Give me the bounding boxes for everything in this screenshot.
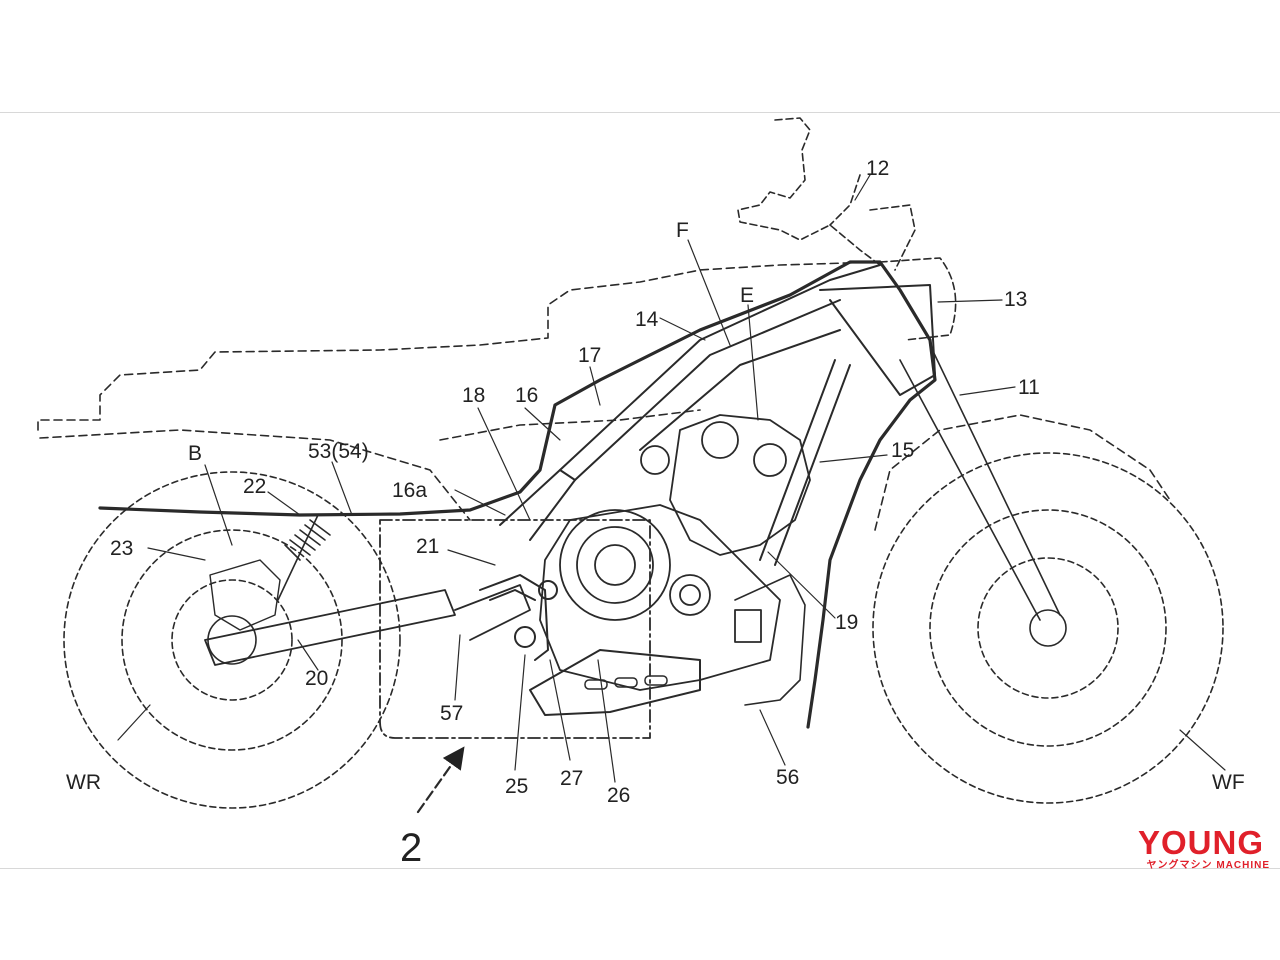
ref-label-15: 15	[891, 439, 915, 462]
rear-body-outline	[37, 261, 881, 431]
skid-plate	[529, 649, 701, 716]
logo-sub-text: ヤングマシン MACHINE	[1146, 860, 1270, 871]
ref-label-20: 20	[305, 667, 329, 690]
main-frame	[499, 264, 936, 566]
ref-label-25: 25	[505, 775, 529, 798]
rear-shock	[277, 514, 331, 601]
cover-outline	[98, 260, 937, 729]
ref-label-13: 13	[1004, 288, 1028, 311]
ref-label-56: 56	[776, 766, 800, 789]
skid-plate-slots	[584, 675, 668, 690]
ref-label-14: 14	[635, 308, 659, 331]
exhaust	[734, 574, 806, 706]
front-wheel	[872, 452, 1224, 804]
top-border-line	[0, 112, 1280, 113]
ref-label-19: 19	[835, 611, 859, 634]
ref-label-57: 57	[440, 702, 464, 725]
front-fork	[899, 344, 1061, 621]
ref-label-2: 2	[400, 826, 423, 870]
tank-lower-outline	[439, 409, 701, 441]
engine	[539, 414, 811, 691]
handlebar-mirror	[737, 117, 916, 271]
ref-label-23: 23	[110, 537, 134, 560]
ref-label-F: F	[676, 219, 689, 242]
young-machine-logo: YOUNG ヤングマシン MACHINE	[1132, 824, 1270, 872]
rear-wheel	[63, 471, 401, 809]
ref-label-18: 18	[462, 384, 486, 407]
view-arrow	[416, 746, 465, 814]
headlight	[879, 257, 957, 341]
ref-label-E: E	[740, 284, 755, 307]
ref-label-11: 11	[1018, 376, 1040, 399]
brake-area	[209, 559, 281, 631]
ref-label-B: B	[188, 442, 203, 465]
ref-label-16a: 16a	[392, 479, 428, 502]
ref-label-53-54: 53(54)	[308, 440, 369, 463]
ref-label-27: 27	[560, 767, 584, 790]
ref-label-WR: WR	[66, 771, 101, 794]
ref-label-22: 22	[243, 475, 267, 498]
ref-label-17: 17	[578, 344, 602, 367]
logo-main-text: YOUNG	[1137, 824, 1264, 861]
ref-label-26: 26	[607, 784, 631, 807]
brake-pedal	[479, 574, 549, 661]
ref-label-WF: WF	[1212, 771, 1245, 794]
ref-label-16: 16	[515, 384, 539, 407]
ref-label-12: 12	[866, 157, 890, 180]
detail-region-box	[379, 519, 651, 739]
ref-label-21: 21	[416, 535, 440, 558]
rear-fender	[39, 429, 471, 521]
bottom-border-line	[0, 868, 1280, 869]
front-fender	[874, 414, 1171, 531]
leader-lines	[117, 174, 1226, 783]
swing-arm	[204, 584, 531, 666]
